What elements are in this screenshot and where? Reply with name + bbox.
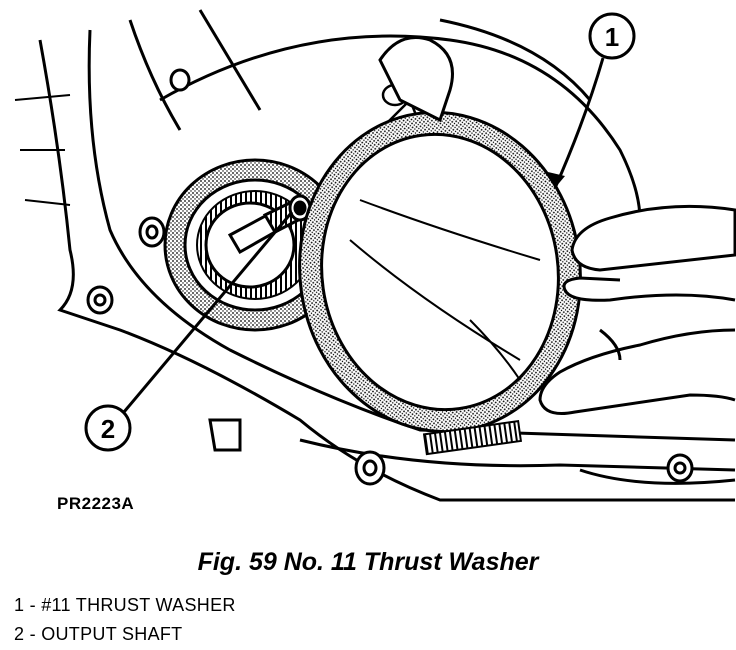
callout-1-number: 1 bbox=[605, 22, 619, 52]
thrust-washer bbox=[298, 110, 582, 434]
callout-1: 1 bbox=[548, 12, 636, 189]
legend-item-thrust-washer: 1 - #11 THRUST WASHER bbox=[14, 595, 236, 615]
figure-caption: Fig. 59 No. 11 Thrust Washer bbox=[197, 548, 539, 576]
legend-item-output-shaft: 2 - OUTPUT SHAFT bbox=[14, 624, 183, 644]
gear-teeth-strip bbox=[422, 420, 523, 456]
callout-2: 2 bbox=[84, 211, 294, 452]
callout-2-number: 2 bbox=[101, 414, 115, 444]
output-shaft bbox=[227, 194, 313, 255]
transmission-case bbox=[14, 9, 736, 502]
figure-code: PR2223A bbox=[57, 494, 135, 513]
hands bbox=[378, 36, 736, 415]
thrust-washer-illustration: 1 2 bbox=[14, 9, 736, 502]
